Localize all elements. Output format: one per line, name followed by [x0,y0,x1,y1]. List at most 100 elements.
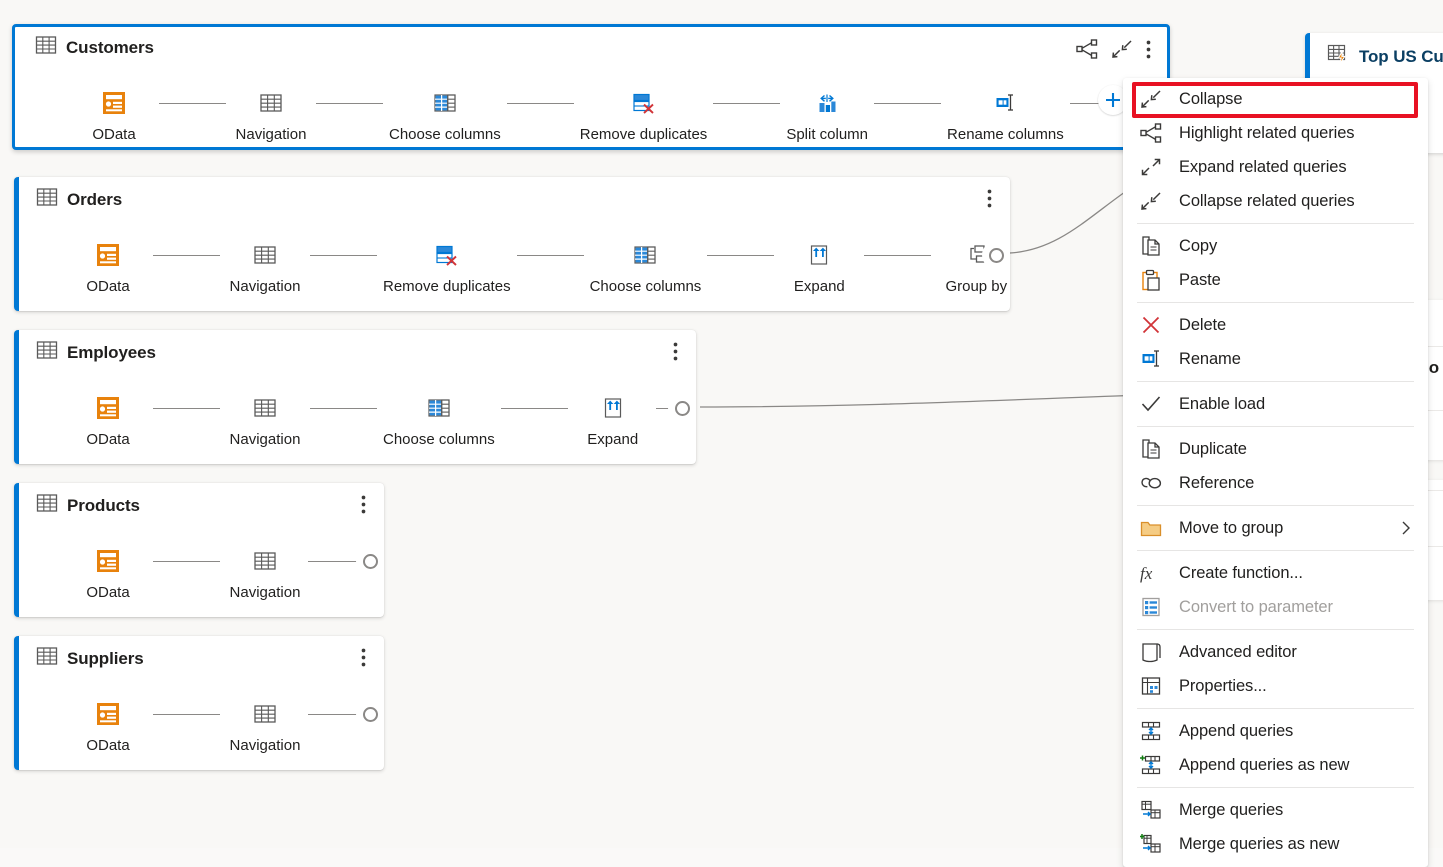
menu-item-rename[interactable]: Rename [1123,342,1428,376]
query-step-split-column[interactable]: Split column [786,85,868,143]
query-step-odata[interactable]: OData [75,85,153,143]
choose-columns-icon[interactable] [426,390,452,426]
menu-item-label: Collapse related queries [1179,191,1355,210]
highlight-related-queries-icon[interactable] [1076,39,1098,59]
menu-item-label: Copy [1179,236,1218,255]
query-step-expand[interactable]: Expand [574,390,652,448]
step-connector [308,714,370,715]
query-output-connector[interactable] [668,394,696,422]
svg-text:fx: fx [1140,564,1153,583]
menu-item-enable-load[interactable]: Enable load [1123,387,1428,421]
query-step-label: OData [86,584,130,601]
menu-item-duplicate[interactable]: Duplicate [1123,432,1428,466]
menu-item-highlight-related-queries[interactable]: Highlight related queries [1123,116,1428,150]
step-connector [153,237,220,273]
navigation-table-icon[interactable] [252,390,278,426]
menu-separator [1137,223,1414,224]
step-connector [316,85,383,121]
split-column-icon[interactable] [814,85,840,121]
more-options-icon[interactable] [361,495,366,514]
query-step-navigation[interactable]: Navigation [226,390,304,448]
query-step-choose-columns[interactable]: Choose columns [589,237,702,295]
expand-related-queries-icon [1123,150,1179,184]
menu-item-advanced-editor[interactable]: Advanced editor [1123,635,1428,669]
more-options-icon[interactable] [673,342,678,361]
menu-item-label: Rename [1179,349,1241,368]
choose-columns-icon[interactable] [632,237,658,273]
menu-item-reference[interactable]: Reference [1123,466,1428,500]
navigation-table-icon[interactable] [258,85,284,121]
step-connector [506,85,574,121]
menu-item-collapse[interactable]: Collapse [1123,82,1428,116]
query-step-odata[interactable]: OData [69,543,147,601]
odata-icon[interactable] [95,543,121,579]
rename-columns-icon[interactable] [992,85,1018,121]
navigation-table-icon[interactable] [252,543,278,579]
menu-item-append-queries[interactable]: Append queries [1123,714,1428,748]
paste-icon [1123,263,1179,297]
navigation-table-icon[interactable] [252,237,278,273]
query-step-odata[interactable]: OData [69,237,147,295]
query-step-odata[interactable]: OData [69,390,147,448]
query-output-connector[interactable] [356,700,384,728]
query-step-choose-columns[interactable]: Choose columns [383,390,495,448]
query-step-remove-duplicates[interactable]: Remove duplicates [383,237,511,295]
more-options-icon[interactable] [987,189,992,208]
menu-item-delete[interactable]: Delete [1123,308,1428,342]
menu-item-expand-related-queries[interactable]: Expand related queries [1123,150,1428,184]
menu-separator [1137,381,1414,382]
expand-icon[interactable] [806,237,832,273]
query-step-navigation[interactable]: Navigation [226,696,304,754]
query-step-expand[interactable]: Expand [780,237,858,295]
odata-icon[interactable] [95,390,121,426]
menu-item-merge-queries-as-new[interactable]: Merge queries as new [1123,827,1428,861]
choose-columns-icon[interactable] [432,85,458,121]
query-step-label: Expand [793,278,845,295]
parameter-icon [1123,590,1179,624]
query-step-label: Choose columns [589,278,702,295]
odata-icon[interactable] [101,85,127,121]
query-step-navigation[interactable]: Navigation [232,85,310,143]
query-card-tools [673,342,678,361]
remove-duplicates-icon[interactable] [434,237,460,273]
menu-item-collapse-related-queries[interactable]: Collapse related queries [1123,184,1428,218]
query-output-connector[interactable] [356,547,384,575]
menu-item-label: Create function... [1179,563,1303,582]
menu-item-label: Expand related queries [1179,157,1347,176]
menu-item-move-to-group[interactable]: Move to group [1123,511,1428,545]
menu-item-label: Append queries as new [1179,755,1350,774]
expand-icon[interactable] [600,390,626,426]
query-step-choose-columns[interactable]: Choose columns [389,85,501,143]
query-card-header: Suppliers [36,645,144,672]
more-options-icon[interactable] [1146,40,1151,59]
collapse-icon [1123,82,1179,116]
navigation-table-icon[interactable] [252,696,278,732]
table-icon [35,34,57,61]
collapse-icon[interactable] [1111,39,1133,59]
query-step-odata[interactable]: OData [69,696,147,754]
query-output-connector[interactable] [982,241,1010,269]
advanced-editor-icon [1123,635,1179,669]
odata-icon[interactable] [95,696,121,732]
query-step-navigation[interactable]: Navigation [226,543,304,601]
menu-item-append-queries-as-new[interactable]: Append queries as new [1123,748,1428,782]
menu-item-properties[interactable]: Properties... [1123,669,1428,703]
menu-item-copy[interactable]: Copy [1123,229,1428,263]
remove-duplicates-icon[interactable] [631,85,657,121]
odata-icon[interactable] [95,237,121,273]
menu-item-merge-queries[interactable]: Merge queries [1123,793,1428,827]
query-step-label: OData [86,737,130,754]
menu-item-create-function[interactable]: fx Create function... [1123,556,1428,590]
query-step-remove-duplicates[interactable]: Remove duplicates [580,85,707,143]
query-step-group-by[interactable]: Group by [937,237,1015,295]
query-step-rename-columns[interactable]: Rename columns [947,85,1064,143]
menu-item-paste[interactable]: Paste [1123,263,1428,297]
query-step-navigation[interactable]: Navigation [226,237,304,295]
more-options-icon[interactable] [361,648,366,667]
